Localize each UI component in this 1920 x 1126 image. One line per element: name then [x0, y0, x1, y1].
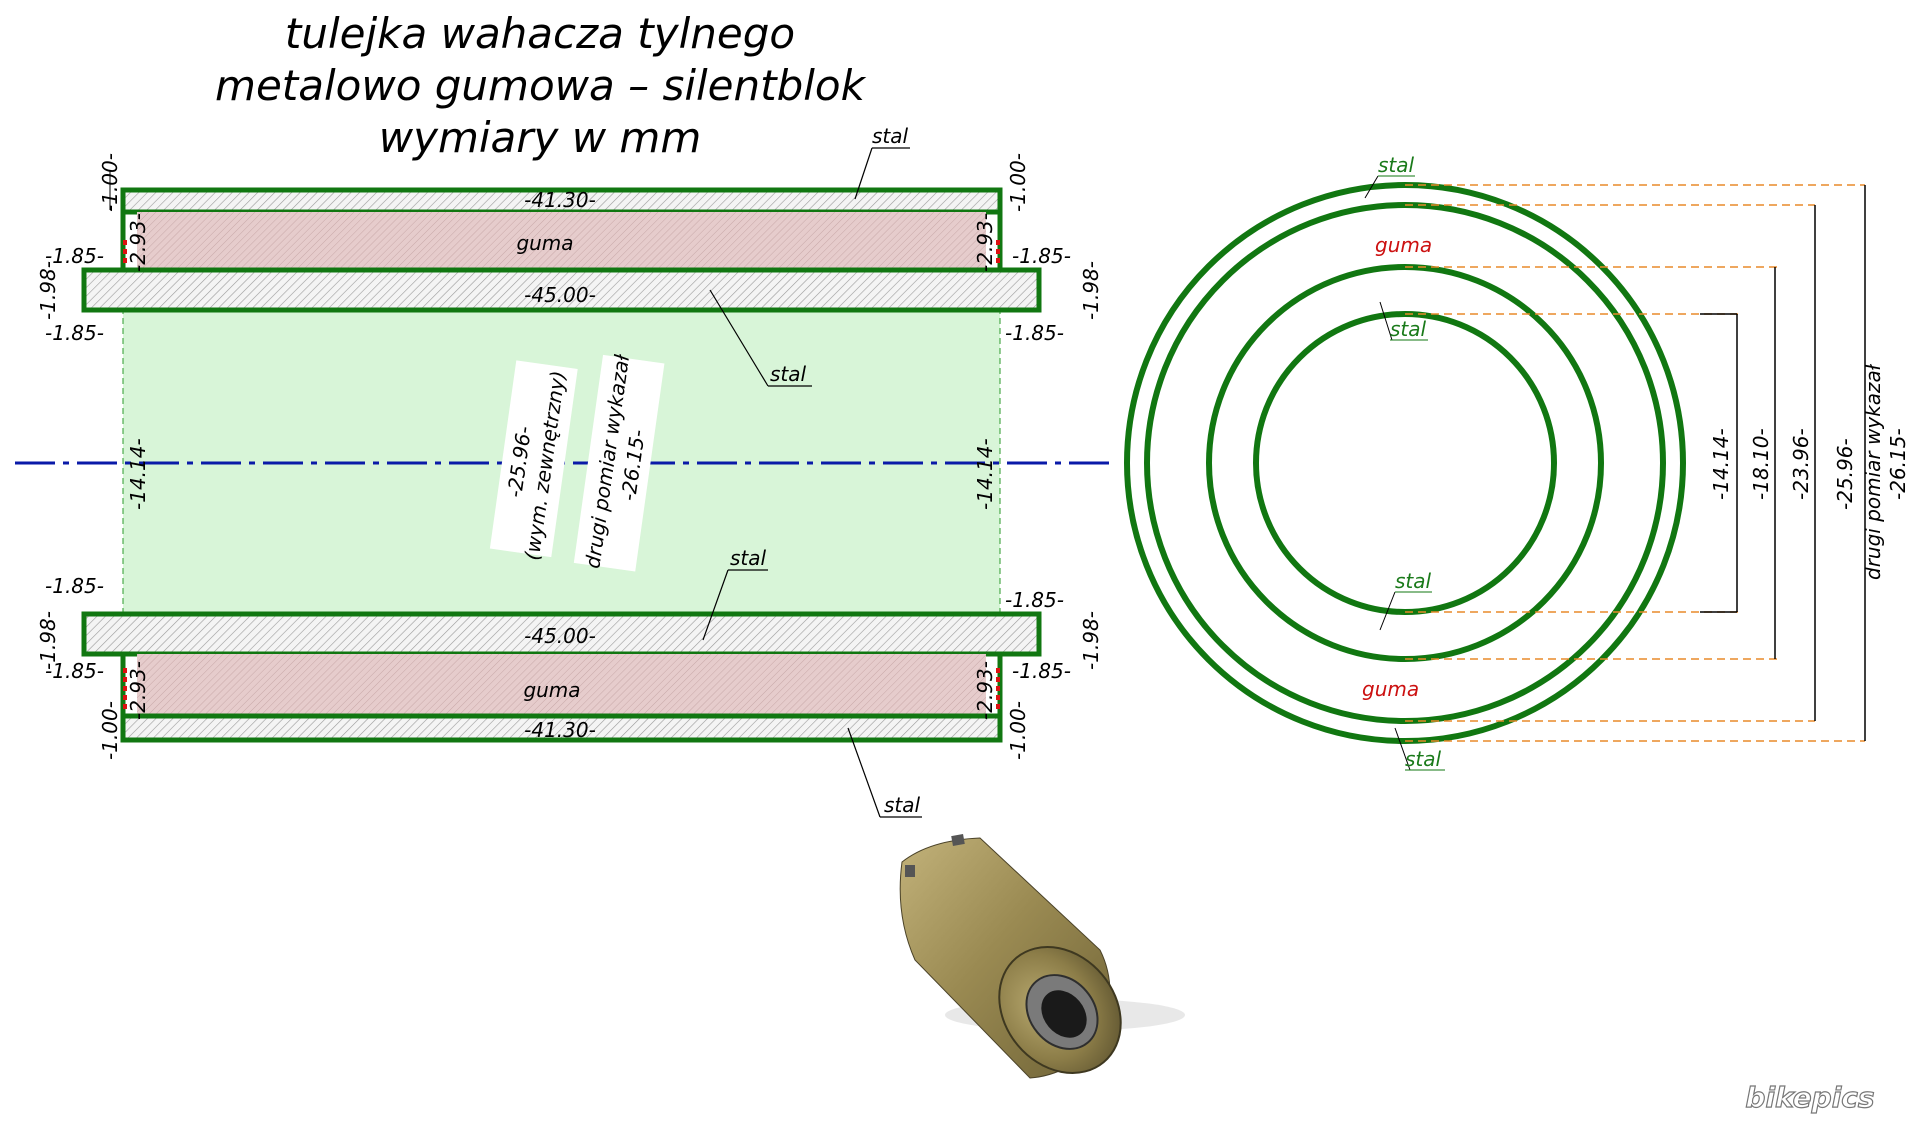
title-line-3: wymiary w mm — [379, 113, 702, 162]
bottom-outer-steel-sleeve — [120, 713, 1003, 743]
bottom-rubber-layer — [137, 654, 986, 716]
leader-stal-bottom: stal — [847, 727, 922, 818]
svg-text:-1.85-: -1.85- — [1012, 244, 1071, 268]
top-inner-steel-sleeve — [81, 267, 1042, 313]
dim-inner-length-bottom: -45.00- — [524, 624, 596, 648]
svg-text:-1.00-: -1.00- — [98, 153, 122, 212]
label-rubber-top: guma — [516, 231, 573, 255]
end-label-stal-1: stal — [1378, 153, 1415, 177]
end-dim-4: -25.96- — [1833, 438, 1857, 510]
end-label-stal-2: stal — [1390, 317, 1427, 341]
bushing-photo — [899, 834, 1185, 1079]
svg-text:stal: stal — [884, 793, 921, 817]
leader-stal-inner-bottom: stal — [702, 546, 768, 641]
right-dims-top: -1.00- -2.93- -1.85- -1.98- -1.85- — [973, 153, 1103, 345]
end-label-stal-3: stal — [1395, 569, 1432, 593]
svg-text:-2.93-: -2.93- — [126, 213, 150, 272]
right-dims-bottom: -1.85- -1.98- -1.85- -2.93- -1.00- — [973, 588, 1103, 760]
svg-text:-1.98-: -1.98- — [36, 261, 60, 320]
dim-bore-right: -14.14- — [973, 438, 997, 510]
svg-text:-2.93-: -2.93- — [126, 661, 150, 720]
svg-text:-1.00-: -1.00- — [1006, 153, 1030, 212]
svg-text:stal: stal — [770, 362, 807, 386]
left-dims-top: -1.00- -2.93- -1.85- -1.98- -1.85- — [36, 153, 150, 345]
end-dim-5: -26.15- — [1886, 428, 1910, 500]
top-rubber-layer — [137, 212, 986, 269]
watermark: bikepics — [1745, 1081, 1874, 1114]
end-dim-3: -23.96- — [1789, 428, 1813, 500]
svg-text:-1.98-: -1.98- — [1079, 611, 1103, 670]
leader-stal-top: stal — [854, 124, 910, 200]
svg-text:-1.98-: -1.98- — [1079, 261, 1103, 320]
leader-stal-inner-top: stal — [709, 289, 812, 387]
ring-inner-steel-inner — [1253, 311, 1557, 615]
svg-text:-1.85-: -1.85- — [45, 659, 104, 683]
title-line-1: tulejka wahacza tylnego — [285, 9, 795, 58]
svg-text:-1.85-: -1.85- — [1005, 321, 1064, 345]
end-view: -14.14- -18.10- -23.96- -25.96- drugi po… — [1124, 153, 1910, 771]
svg-text:-2.93-: -2.93- — [973, 661, 997, 720]
end-view-leaders — [1405, 184, 1865, 742]
left-dims-bottom: -1.85- -1.98- -1.85- -2.93- -1.00- — [36, 574, 150, 760]
ring-outer-steel-inner — [1144, 202, 1666, 724]
svg-text:stal: stal — [730, 546, 767, 570]
dim-inner-length-top: -45.00- — [524, 283, 596, 307]
dim-outer-length-bottom: -41.30- — [524, 718, 596, 742]
svg-text:-2.93-: -2.93- — [973, 213, 997, 272]
end-label-guma-top: guma — [1375, 233, 1432, 257]
outer-dia-annotation: -25.96- (wym. zewnętrzny) — [489, 360, 578, 562]
dim-bore-left: -14.14- — [126, 438, 150, 510]
svg-text:-1.85-: -1.85- — [1012, 659, 1071, 683]
svg-text:-1.00-: -1.00- — [98, 701, 122, 760]
end-label-stal-4: stal — [1405, 747, 1442, 771]
title-line-2: metalowo gumowa – silentblok — [215, 61, 867, 110]
svg-text:stal: stal — [872, 124, 909, 148]
end-dim-1: -14.14- — [1709, 428, 1733, 500]
svg-text:-1.85-: -1.85- — [45, 574, 104, 598]
svg-text:-1.00-: -1.00- — [1006, 701, 1030, 760]
dim-outer-length-top: -41.30- — [524, 188, 596, 212]
svg-text:-1.98-: -1.98- — [36, 611, 60, 670]
label-rubber-bottom: guma — [523, 678, 580, 702]
svg-text:-1.85-: -1.85- — [45, 244, 104, 268]
end-note: drugi pomiar wykazał — [1861, 363, 1885, 580]
end-label-guma-bottom: guma — [1362, 677, 1419, 701]
svg-text:-1.85-: -1.85- — [1005, 588, 1064, 612]
svg-text:-1.85-: -1.85- — [45, 321, 104, 345]
end-view-dim-lines — [1700, 185, 1866, 741]
end-dim-2: -18.10- — [1749, 428, 1773, 500]
